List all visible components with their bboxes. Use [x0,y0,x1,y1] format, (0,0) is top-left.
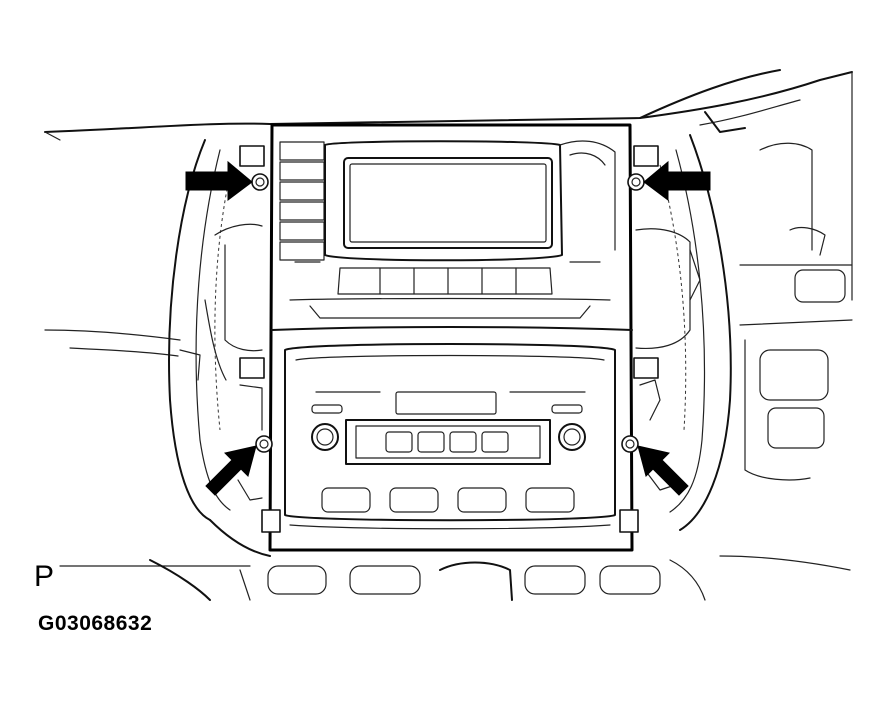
right-dash-details [739,142,853,481]
left-dash-recess [168,139,271,557]
tune-knob [558,423,586,451]
preset-button [385,431,413,453]
display-section [279,140,616,319]
audio-section [284,343,616,530]
screw-upper-left [251,173,269,191]
arrow-lower-left-icon [205,445,257,496]
arrow-lower-right-icon [637,445,689,496]
center-cluster-panel [239,123,659,552]
media-slot [395,391,497,415]
climate-button [321,487,371,513]
view-label: P [34,560,55,593]
climate-button [457,487,507,513]
middle-left-tab [239,357,265,379]
display-side-button [279,221,325,241]
lower-console [59,555,851,601]
display-side-button [279,201,325,221]
preset-button [449,431,477,453]
screw-lower-right [621,435,639,453]
figure-code: G03068632 [38,612,153,635]
screw-upper-right [627,173,645,191]
display-side-button [279,181,325,201]
pointer-arrows [185,160,711,496]
display-side-button [279,161,325,181]
mounting-screws [251,173,645,453]
volume-knob [311,423,339,451]
arrow-upper-right-icon [643,160,711,201]
climate-button [389,487,439,513]
preset-button [417,431,445,453]
preset-button [481,431,509,453]
climate-button [525,487,575,513]
display-side-button [279,141,325,161]
upper-right-tab [633,145,659,167]
dashboard-outline [44,69,853,357]
lower-right-tab [619,509,639,533]
screw-lower-left [255,435,273,453]
display-screen [343,157,553,249]
upper-left-tab [239,145,265,167]
lower-left-tab [261,509,281,533]
middle-right-tab [633,357,659,379]
arrow-upper-left-icon [185,160,253,201]
display-side-button [279,241,325,261]
